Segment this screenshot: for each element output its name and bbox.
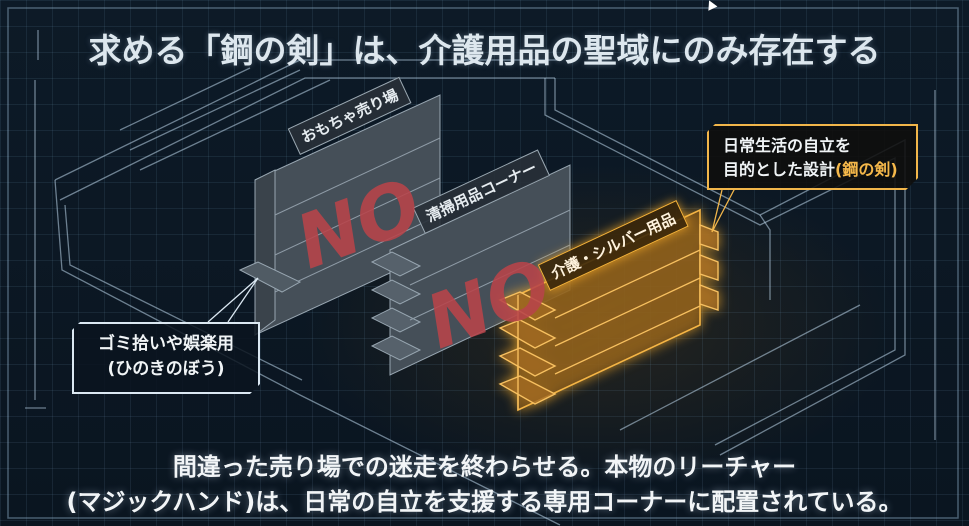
room-outline <box>25 30 936 526</box>
leader-gold <box>711 187 736 233</box>
callout-toy-stick: ゴミ拾いや娯楽用 (ひのきのぼう) <box>72 322 260 394</box>
footer-line1: 間違った売り場での迷走を終わらせる。本物のリーチャー <box>172 453 797 481</box>
callout-care-line1: 日常生活の自立を <box>723 136 852 155</box>
leader-white <box>207 277 259 323</box>
callout-care-line2: 目的とした設計(鋼の剣) <box>723 158 916 182</box>
callout-toy-line2: (ひのきのぼう) <box>107 359 225 379</box>
footer-line2: (マジックハンド)は、日常の自立を支援する専用コーナーに配置されている。 <box>66 488 903 516</box>
callout-care-highlight: (鋼の剣) <box>835 160 898 179</box>
shelf-toys <box>238 94 441 336</box>
page-title: 求める「鋼の剣」は、介護用品の聖域にのみ存在する <box>88 31 881 70</box>
shelf-care-silver <box>498 208 719 412</box>
footer-caption: 間違った売り場での迷走を終わらせる。本物のリーチャー (マジックハンド)は、日常… <box>0 450 969 520</box>
callout-toy-line1: ゴミ拾いや娯楽用 <box>98 334 234 354</box>
callout-care-item: 日常生活の自立を 目的とした設計(鋼の剣) <box>707 124 918 190</box>
callout-care-line2-prefix: 目的とした設計 <box>723 160 836 179</box>
blueprint-frame <box>7 7 959 519</box>
